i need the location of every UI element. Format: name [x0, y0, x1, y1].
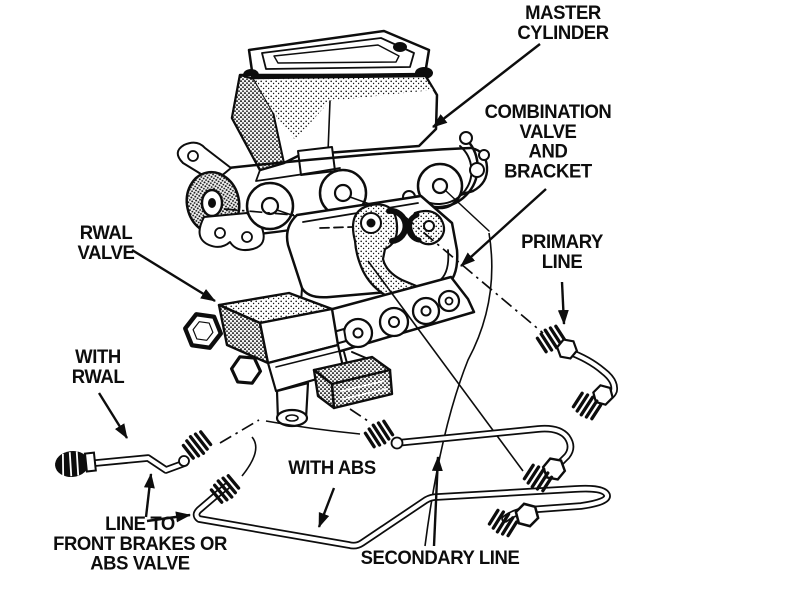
label-rwal-valve: RWAL VALVE	[77, 220, 135, 263]
primary-line-arrow	[557, 281, 569, 325]
label-master-cylinder: MASTER CYLINDER	[517, 0, 609, 43]
label-combination-valve: COMBINATION VALVE AND BRACKET	[484, 99, 612, 182]
rwal-valve	[183, 291, 394, 428]
secondary-line-tube	[265, 417, 575, 495]
front-brake-line-rwal	[55, 428, 214, 478]
secondary-line-arrow	[431, 456, 443, 547]
label-secondary-line: SECONDARY LINE	[360, 545, 520, 568]
alignment-line-primary	[403, 215, 544, 334]
label-primary-line: PRIMARY LINE	[521, 229, 603, 272]
tube-nut-dark	[55, 450, 97, 478]
combination-valve-arrow	[460, 188, 547, 267]
label-line-to-front-brakes: LINE TO FRONT BRAKES OR ABS VALVE	[53, 511, 227, 574]
primary-line-tube	[534, 322, 619, 423]
line-to-front-brakes-arrow-up	[143, 473, 155, 518]
alignment-line-rwal	[219, 419, 260, 444]
with-rwal-arrow	[97, 392, 129, 439]
master-cylinder-arrow	[432, 43, 541, 128]
callout-arrows	[97, 43, 569, 547]
master-cylinder-reservoir	[230, 29, 439, 182]
with-abs-arrow	[317, 487, 336, 528]
label-with-rwal: WITH RWAL	[71, 344, 125, 387]
label-with-abs: WITH ABS	[288, 455, 376, 478]
alignment-line-abs	[349, 408, 372, 424]
rwal-valve-arrow	[131, 248, 216, 303]
line-to-front-brakes-arrow-right	[146, 511, 191, 523]
alignment-line-upper	[223, 208, 295, 216]
combination-valve-bracket	[285, 194, 459, 319]
